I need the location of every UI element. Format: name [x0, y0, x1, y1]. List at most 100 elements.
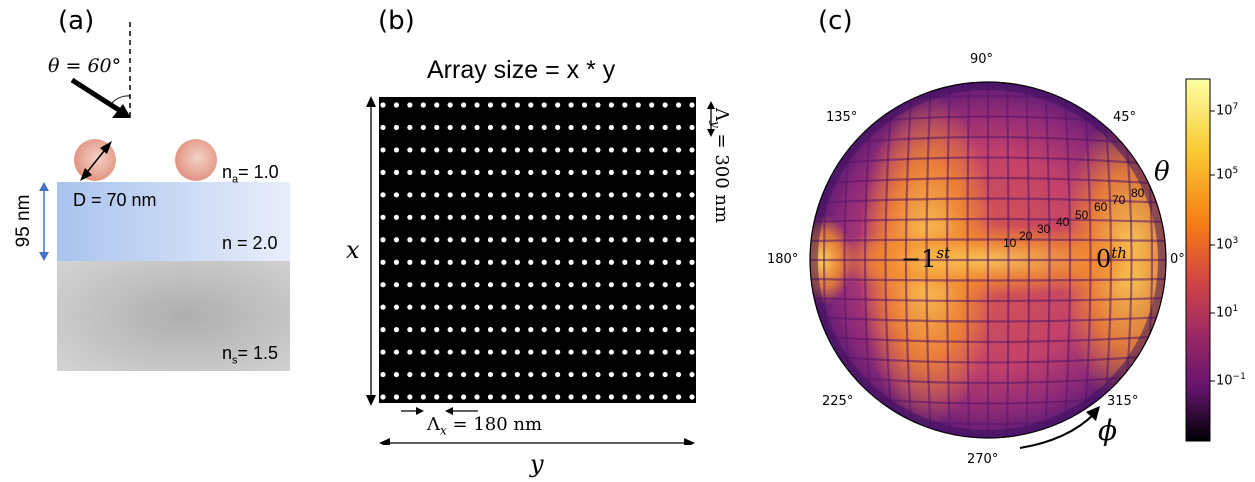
array-dot — [689, 147, 695, 153]
array-dot — [393, 124, 400, 131]
array-dot — [393, 394, 400, 400]
array-dot — [595, 147, 601, 153]
array-dot — [447, 349, 453, 355]
array-dot — [555, 214, 561, 220]
cb-base-4: 10 — [1216, 373, 1233, 389]
radial-tick-10: 10 — [1003, 236, 1017, 250]
array-dot — [581, 371, 588, 378]
array-dot — [380, 259, 386, 265]
array-dot — [528, 169, 534, 175]
array-dot — [501, 192, 507, 198]
array-dot — [689, 124, 695, 131]
array-dot — [487, 192, 494, 198]
array-dot — [380, 192, 386, 198]
array-dot — [447, 259, 453, 265]
cb-base-1: 10 — [1216, 167, 1233, 183]
array-dot — [487, 394, 494, 400]
array-dot — [434, 327, 440, 333]
substrate — [57, 261, 290, 371]
array-dot — [689, 192, 695, 198]
array-dot — [675, 259, 682, 265]
array-dot — [595, 371, 601, 378]
array-dot — [649, 282, 655, 288]
array-dot — [514, 304, 520, 310]
array-dot — [675, 349, 682, 355]
lambda-x-label: Λx = 180 nm — [427, 414, 542, 438]
array-dot — [501, 371, 507, 378]
array-dot — [635, 192, 641, 198]
diameter-label: D = 70 nm — [73, 190, 157, 210]
array-dot — [675, 102, 682, 108]
array-dot — [581, 102, 588, 108]
array-dot — [393, 237, 400, 243]
array-dot — [487, 237, 494, 243]
array-dot — [514, 394, 520, 400]
array-dot — [393, 304, 400, 310]
array-dot — [662, 259, 668, 265]
array-dot — [434, 124, 440, 131]
array-dot — [581, 237, 588, 243]
angle-0-label: 0° — [1170, 252, 1185, 267]
array-dot — [649, 214, 655, 220]
array-dot — [461, 214, 467, 220]
array-dot — [407, 259, 413, 265]
array-dot — [380, 371, 386, 378]
array-dot — [662, 147, 668, 153]
grid-line-h — [810, 315, 1166, 323]
array-dot — [434, 349, 440, 355]
array-dot — [541, 349, 547, 355]
array-dot — [420, 282, 426, 288]
array-dot — [461, 102, 467, 108]
radial-tick-20: 20 — [1019, 229, 1033, 243]
radial-tick-50: 50 — [1075, 208, 1089, 222]
array-dot — [608, 192, 614, 198]
array-dot — [595, 304, 601, 310]
array-dot — [568, 237, 574, 243]
array-dot — [487, 259, 494, 265]
array-dot — [447, 169, 453, 175]
array-dot — [514, 237, 520, 243]
array-dot — [662, 124, 668, 131]
array-dot — [555, 371, 561, 378]
radial-tick-80: 80 — [1131, 186, 1145, 200]
array-dot — [487, 349, 494, 355]
array-dot — [501, 259, 507, 265]
array-dot — [555, 237, 561, 243]
array-dot — [434, 259, 440, 265]
array-size-title: Array size = x * y — [427, 56, 616, 84]
array-dot — [434, 192, 440, 198]
array-x-label: x — [346, 236, 360, 264]
array-dot — [608, 102, 614, 108]
grid-line-h — [810, 176, 1166, 186]
array-dot — [420, 371, 426, 378]
array-dot — [474, 349, 480, 355]
array-dot — [514, 327, 520, 333]
array-dot — [635, 102, 641, 108]
panel-c-label: (c) — [818, 6, 853, 36]
angle-270-label: 270° — [967, 452, 999, 467]
array-dot — [501, 304, 507, 310]
array-dot — [528, 394, 534, 400]
array-dot — [608, 282, 614, 288]
array-dot — [675, 394, 682, 400]
array-dot — [568, 259, 574, 265]
ambient-index-value: = 1.0 — [238, 162, 279, 182]
array-dot — [608, 147, 614, 153]
phi-label: ϕ — [1098, 414, 1118, 447]
substrate-index-n: n — [222, 343, 233, 363]
ambient-index-n: n — [222, 162, 233, 182]
array-dot — [501, 147, 507, 153]
array-dot — [675, 124, 682, 131]
array-dot — [622, 371, 628, 378]
angle-225-label: 225° — [822, 394, 854, 409]
array-dot — [474, 371, 480, 378]
array-dot — [675, 147, 682, 153]
order-0-sup: th — [1111, 244, 1127, 262]
array-dot — [622, 169, 628, 175]
lambda-x-value: = 180 nm — [452, 414, 543, 435]
array-dot — [447, 371, 453, 378]
array-dot — [487, 102, 494, 108]
array-dot — [501, 214, 507, 220]
array-dot — [568, 147, 574, 153]
ambient-index-label: na= 1.0 — [222, 162, 279, 186]
